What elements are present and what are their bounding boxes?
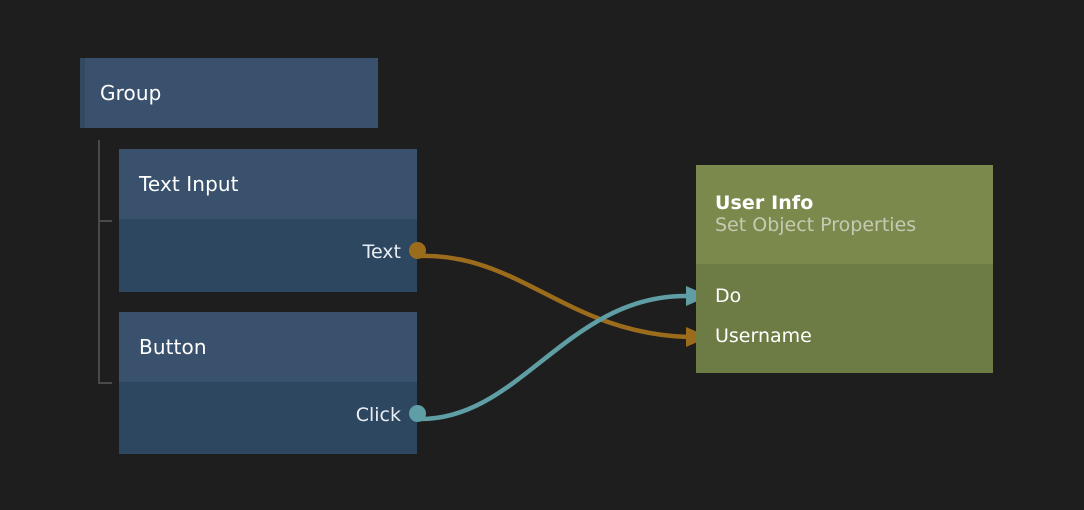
node-button-body: Click: [119, 382, 426, 454]
node-user-info-subtitle: Set Object Properties: [715, 214, 917, 236]
node-button[interactable]: Button Click: [119, 312, 426, 454]
node-user-info-header[interactable]: User Info Set Object Properties: [696, 165, 993, 264]
output-port-click-label: Click: [355, 404, 401, 426]
output-port-text-label: Text: [362, 241, 401, 263]
input-port-do-label: Do: [715, 285, 742, 307]
wire-click-to-do: [414, 293, 691, 422]
node-text-input-title: Text Input: [139, 171, 239, 196]
group-bracket-tick-bottom: [98, 382, 112, 384]
group-accent-strip: [80, 58, 85, 128]
node-user-info-body: Do Username: [696, 264, 993, 373]
group-bracket-vertical-line: [98, 140, 100, 384]
node-group[interactable]: Group: [80, 58, 378, 128]
output-port-click-dot[interactable]: [409, 405, 426, 422]
node-group-title: Group: [100, 80, 162, 105]
input-port-username[interactable]: Username: [715, 325, 812, 347]
output-port-text[interactable]: Text: [362, 241, 426, 263]
node-button-title: Button: [139, 334, 207, 359]
input-port-do[interactable]: Do: [715, 285, 741, 307]
output-port-click[interactable]: Click: [355, 404, 426, 426]
node-text-input[interactable]: Text Input Text: [119, 149, 426, 292]
node-text-input-body: Text: [119, 219, 426, 292]
group-membership-bracket: [98, 140, 113, 384]
node-text-input-header[interactable]: Text Input: [119, 149, 417, 219]
node-user-info-title: User Info: [715, 191, 814, 214]
input-port-username-label: Username: [715, 325, 812, 347]
wire-text-to-username: [414, 253, 691, 340]
node-button-header[interactable]: Button: [119, 312, 417, 382]
output-port-text-dot[interactable]: [409, 242, 426, 259]
group-bracket-tick-top: [98, 220, 112, 222]
node-user-info[interactable]: User Info Set Object Properties Do Usern…: [696, 165, 993, 373]
